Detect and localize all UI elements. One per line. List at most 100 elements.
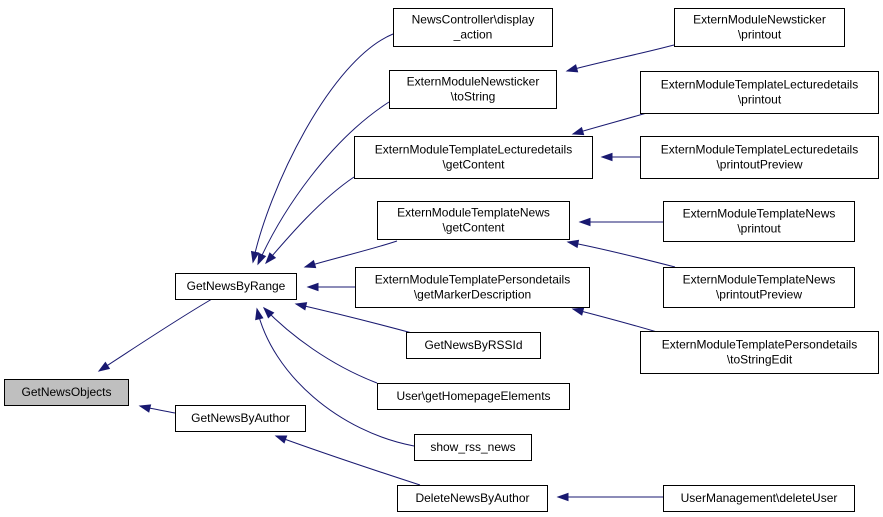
node-box [663,201,855,242]
edge-arrowhead [138,404,152,413]
node-label: ExternModuleTemplateNews [683,273,836,287]
node-label: \getContent [442,158,505,172]
node-label: ExternModuleTemplateLecturedetails [661,143,858,157]
node-label: \getMarkerDescription [414,288,531,302]
node-box [393,8,553,47]
node-show_rss_news[interactable]: show_rss_news [414,434,532,461]
node-label: ExternModuleTemplateNews [683,207,836,221]
node-label: UserManagement\deleteUser [681,491,838,505]
edge-getnewsbyrssid-to-getnewsbyrange [294,302,413,334]
node-box [640,71,879,114]
edge-line [256,308,415,447]
node-box [674,8,845,47]
node-externmoduletemplatenews_printoutpreview[interactable]: ExternModuleTemplateNews\printoutPreview [663,267,855,308]
node-label: GetNewsObjects [21,385,111,399]
edge-externmoduletemplatepersondetails_tostringedit-to-externmoduletemplatepersondetails_getmarkerdescription [571,307,658,333]
node-label: ExternModuleNewsticker [407,75,540,89]
edge-usermanagement_deleteuser-to-deletenewsbyauthor [556,492,663,502]
edge-arrowhead [571,307,585,316]
edge-line [566,44,675,72]
node-box [377,201,570,240]
edge-arrowhead [303,259,317,269]
edge-arrowhead [257,252,267,266]
edge-arrowhead [571,126,585,136]
node-getnewsbyrange[interactable]: GetNewsByRange [175,273,297,300]
edge-arrowhead [556,492,569,502]
node-getnewsbyrssid[interactable]: GetNewsByRSSId [406,332,541,359]
node-externmoduletemplatelecturedetails_printoutpreview[interactable]: ExternModuleTemplateLecturedetails\print… [640,136,879,179]
edge-line [275,435,421,486]
node-externmoduletemplatelecturedetails_getcontent[interactable]: ExternModuleTemplateLecturedetails\getCo… [354,136,593,179]
edge-show_rss_news-to-getnewsbyrange [255,307,415,447]
node-box [355,267,590,308]
node-box [640,331,879,374]
node-label: ExternModuleTemplateLecturedetails [661,78,858,92]
node-label: \printoutPreview [716,158,802,172]
node-label: ExternModuleNewsticker [693,13,826,27]
edge-line [263,307,378,384]
node-box [640,136,879,179]
edge-arrowhead [255,307,264,321]
edge-externmodulenewsticker_printout-to-externmodulenewsticker_tostring [565,44,675,73]
node-label: \printout [737,222,781,236]
node-newscontroller_display_action[interactable]: NewsController\display_action [393,8,553,47]
node-box [663,267,855,308]
node-box [175,273,297,300]
node-label: NewsController\display [412,13,535,27]
node-label: ExternModuleTemplateLecturedetails [375,143,572,157]
node-getnewsobjects[interactable]: GetNewsObjects [4,379,129,406]
node-label: ExternModuleTemplatePersondetails [662,338,857,352]
node-user_gethomepageelements[interactable]: User\getHomepageElements [377,383,570,410]
node-externmoduletemplatelecturedetails_printout[interactable]: ExternModuleTemplateLecturedetails\print… [640,71,879,114]
edge-arrowhead [578,217,591,227]
edge-externmoduletemplatenews_getcontent-to-getnewsbyrange [303,240,398,269]
edge-arrowhead [566,239,580,249]
node-usermanagement_deleteuser[interactable]: UserManagement\deleteUser [663,485,855,512]
node-label: \printout [738,93,782,107]
edge-arrowhead [565,64,579,73]
edge-arrowhead [306,282,319,292]
edge-arrowhead [265,252,277,265]
node-externmoduletemplatepersondetails_getmarkerdescription[interactable]: ExternModuleTemplatePersondetails\getMar… [355,267,590,308]
edge-deletenewsbyauthor-to-getnewsbyauthor [274,435,421,486]
node-externmoduletemplatenews_getcontent[interactable]: ExternModuleTemplateNews\getContent [377,201,570,240]
node-box [406,332,541,359]
node-label: \getContent [442,221,505,235]
edge-externmoduletemplatepersondetails_getmarkerdescription-to-getnewsbyrange [306,282,355,292]
edge-arrowhead [294,302,308,311]
node-externmoduletemplatenews_printout[interactable]: ExternModuleTemplateNews\printout [663,201,855,242]
edge-externmoduletemplatelecturedetails_printout-to-externmoduletemplatelecturedetails_getcontent [571,111,651,136]
node-label: _action [453,28,493,42]
edge-line [572,308,658,333]
node-label: DeleteNewsByAuthor [415,491,529,505]
edge-line [304,240,398,268]
node-externmoduletemplatepersondetails_tostringedit[interactable]: ExternModuleTemplatePersondetails\toStri… [640,331,879,374]
node-label: \toStringEdit [727,353,793,367]
edge-line [257,101,390,265]
node-label: \printoutPreview [716,288,802,302]
edge-getnewsbyauthor-to-getnewsobjects [138,404,176,414]
node-deletenewsbyauthor[interactable]: DeleteNewsByAuthor [397,485,548,512]
edge-externmoduletemplatenews_printoutpreview-to-externmoduletemplatenews_getcontent [566,239,676,268]
node-externmodulenewsticker_tostring[interactable]: ExternModuleNewsticker\toString [389,70,557,109]
edge-arrowhead [250,250,260,264]
node-label: ExternModuleTemplatePersondetails [375,273,570,287]
edge-arrowhead [97,361,111,372]
edge-line [567,241,676,268]
edge-line [295,303,413,334]
edge-newscontroller_display_action-to-getnewsbyrange [250,33,394,264]
edge-externmoduletemplatelecturedetails_getcontent-to-getnewsbyrange [265,176,355,265]
edge-line [252,33,394,263]
node-label: \printout [738,28,782,42]
edge-line [265,176,355,264]
node-box [4,379,129,406]
node-label: User\getHomepageElements [396,389,550,403]
node-getnewsbyauthor[interactable]: GetNewsByAuthor [175,405,306,432]
edge-externmodulenewsticker_tostring-to-getnewsbyrange [257,101,390,266]
edge-user_gethomepageelements-to-getnewsbyrange [262,306,378,384]
node-externmodulenewsticker_printout[interactable]: ExternModuleNewsticker\printout [674,8,845,47]
node-box [414,434,532,461]
node-label: \toString [451,90,496,104]
node-box [397,485,548,512]
